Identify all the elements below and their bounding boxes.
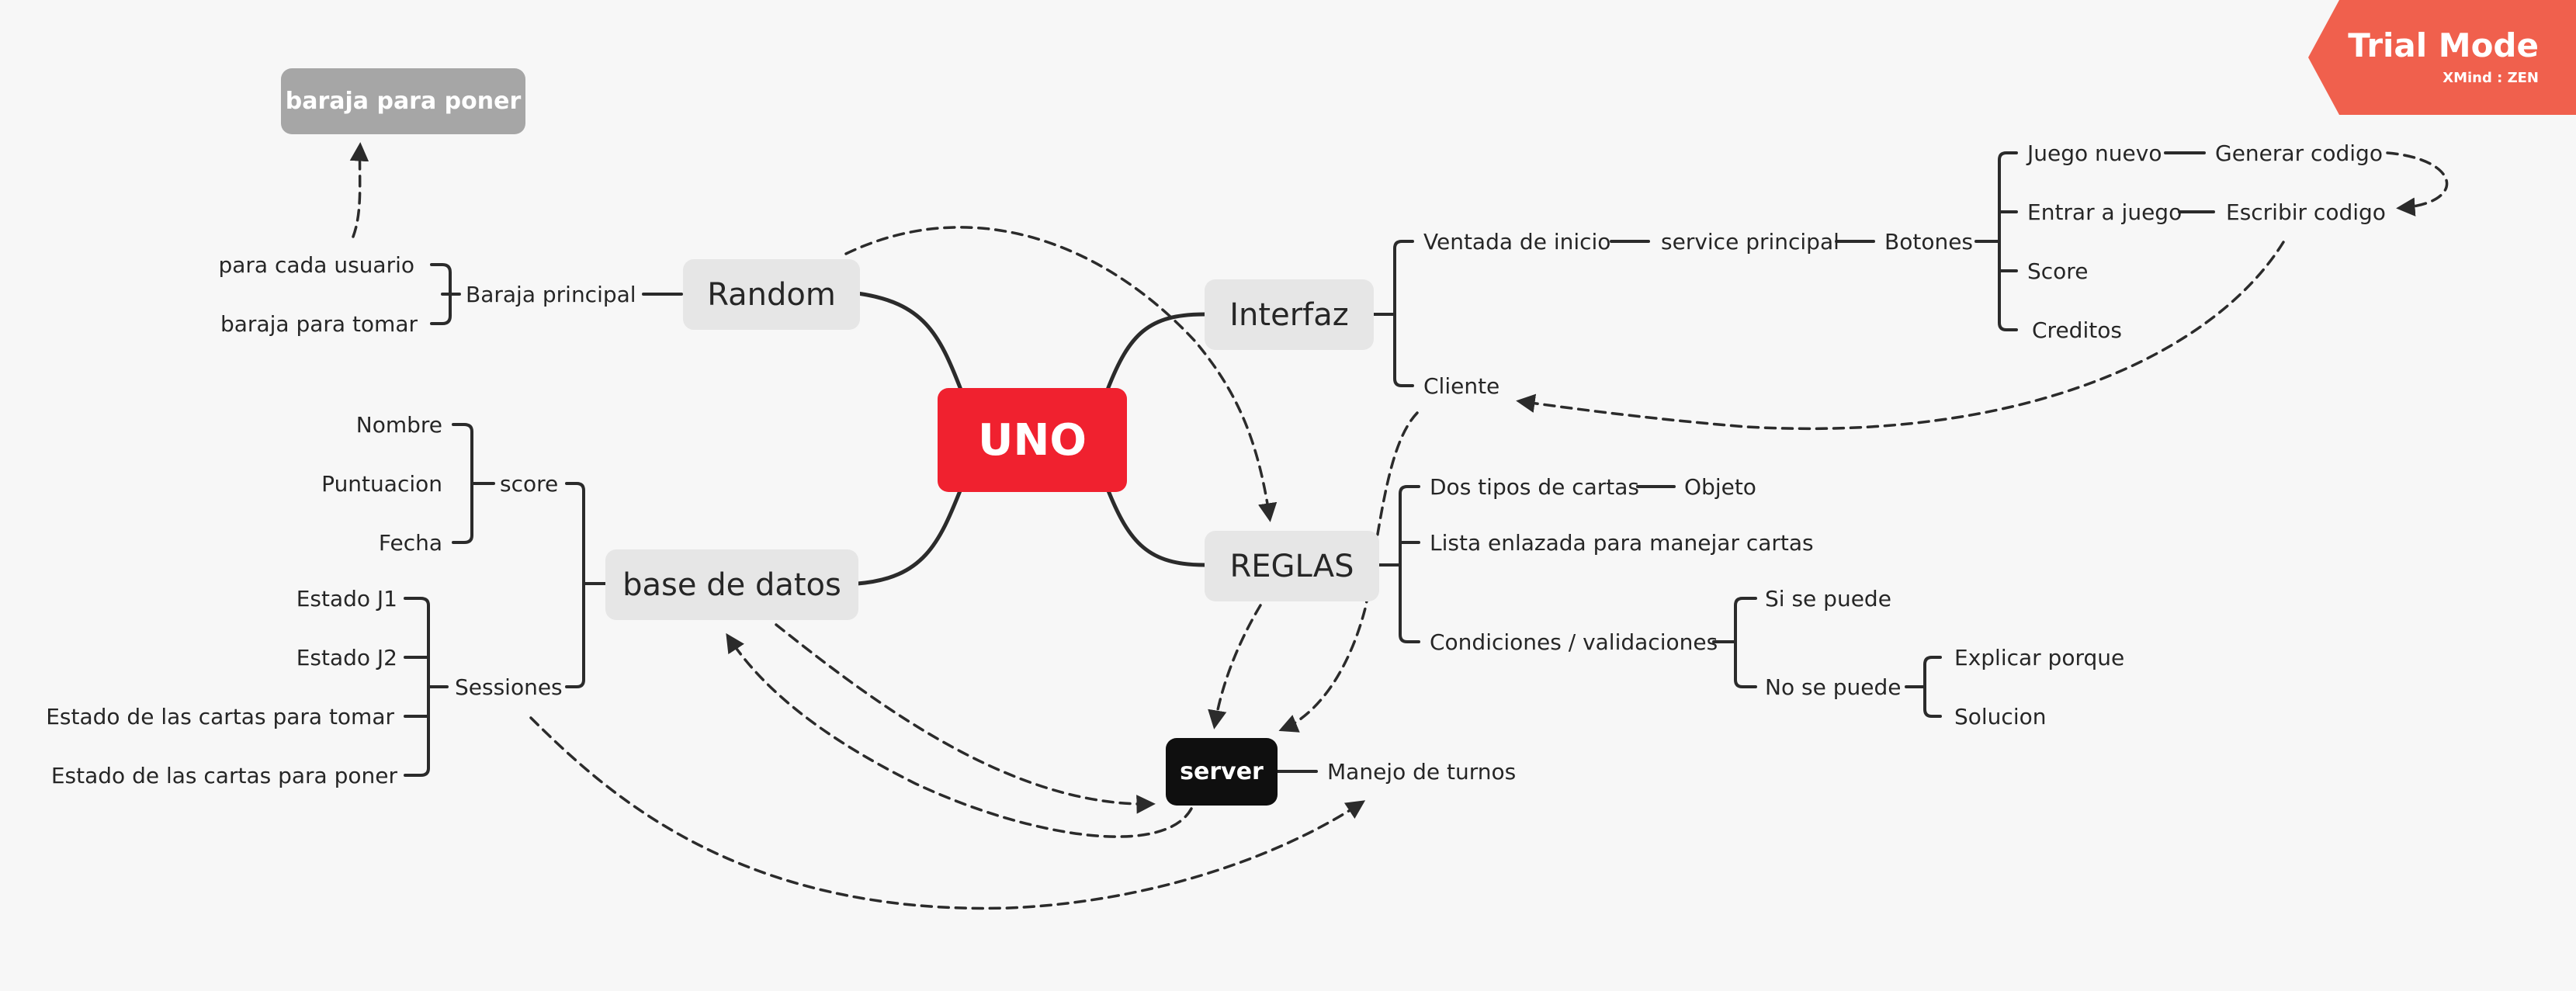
topic-interfaz[interactable]: Interfaz xyxy=(1205,279,1374,350)
subtopic-creditos[interactable]: Creditos xyxy=(2032,317,2122,343)
dashed-server-base xyxy=(726,632,1193,838)
bracket-botones xyxy=(1998,151,2018,331)
branch-random xyxy=(855,291,963,392)
subtopic-sessiones[interactable]: Sessiones xyxy=(455,674,563,700)
subtopic-objeto[interactable]: Objeto xyxy=(1684,473,1756,500)
bracket-reglas xyxy=(1399,485,1420,643)
dashed-base-server xyxy=(775,623,1156,814)
branch-interfaz xyxy=(1105,312,1207,392)
subtopic-no-se-puede[interactable]: No se puede xyxy=(1765,674,1902,700)
badge-shape xyxy=(2308,0,2576,115)
branch-reglas xyxy=(1105,487,1207,567)
subtopic-lista-enlazada[interactable]: Lista enlazada para manejar cartas xyxy=(1430,529,1814,556)
subtopic-baraja-para-tomar[interactable]: baraja para tomar xyxy=(220,310,418,337)
topic-random[interactable]: Random xyxy=(683,259,860,330)
bracket-interfaz xyxy=(1393,240,1414,387)
badge-title: Trial Mode xyxy=(2348,26,2539,64)
dashed-random-reglas xyxy=(844,226,1278,522)
bracket-condiciones xyxy=(1734,597,1757,688)
subtopic-estado-cartas-poner[interactable]: Estado de las cartas para poner xyxy=(50,762,397,788)
bracket-no-se-puede xyxy=(1923,656,1942,718)
subtopic-service-principal[interactable]: service principal xyxy=(1661,228,1839,255)
dashed-reglas-server xyxy=(1208,604,1262,729)
floating-topic-server[interactable]: server xyxy=(1166,738,1278,806)
badge-subtitle: XMind : ZEN xyxy=(2443,70,2539,86)
subtopic-solucion[interactable]: Solucion xyxy=(1954,703,2047,729)
bracket-base xyxy=(565,482,585,688)
subtopic-para-cada-usuario[interactable]: para cada usuario xyxy=(218,251,414,278)
subtopic-ventada-de-inicio[interactable]: Ventada de inicio xyxy=(1423,228,1611,255)
subtopic-si-se-puede[interactable]: Si se puede xyxy=(1765,585,1891,612)
topic-reglas[interactable]: REGLAS xyxy=(1205,531,1379,601)
dashed-to-floating xyxy=(349,142,369,238)
subtopic-score-db[interactable]: score xyxy=(500,470,559,497)
subtopic-escribir-codigo[interactable]: Escribir codigo xyxy=(2226,199,2386,225)
dashed-sessiones-turnos xyxy=(529,716,1366,910)
topic-base-de-datos[interactable]: base de datos xyxy=(605,549,858,620)
subtopic-nombre[interactable]: Nombre xyxy=(355,411,442,438)
trial-mode-badge[interactable]: Trial Mode XMind : ZEN xyxy=(2308,0,2576,115)
bracket-sessiones xyxy=(404,597,430,777)
dashed-escribir-cliente xyxy=(1516,241,2285,431)
dashed-cliente-server xyxy=(1278,411,1419,733)
branch-base-datos xyxy=(855,487,963,586)
bracket-baraja xyxy=(430,263,461,325)
subtopic-estado-j1[interactable]: Estado J1 xyxy=(296,585,397,612)
subtopic-condiciones-validaciones[interactable]: Condiciones / validaciones xyxy=(1430,629,1718,655)
subtopic-puntuacion[interactable]: Puntuacion xyxy=(321,470,442,497)
subtopic-manejo-de-turnos[interactable]: Manejo de turnos xyxy=(1327,758,1517,785)
subtopic-cliente[interactable]: Cliente xyxy=(1423,372,1500,399)
subtopic-juego-nuevo[interactable]: Juego nuevo xyxy=(2027,140,2162,166)
subtopic-generar-codigo[interactable]: Generar codigo xyxy=(2215,140,2383,166)
subtopic-botones[interactable]: Botones xyxy=(1884,228,1974,255)
subtopic-dos-tipos-de-cartas[interactable]: Dos tipos de cartas xyxy=(1430,473,1640,500)
subtopic-entrar-a-juego[interactable]: Entrar a juego xyxy=(2027,199,2182,225)
subtopic-fecha[interactable]: Fecha xyxy=(378,529,442,556)
subtopic-explicar-porque[interactable]: Explicar porque xyxy=(1954,644,2125,670)
dashed-generar-loop xyxy=(2386,151,2449,217)
subtopic-score[interactable]: Score xyxy=(2027,258,2089,284)
central-topic-uno[interactable]: UNO xyxy=(938,388,1127,492)
floating-topic-baraja-para-poner[interactable]: baraja para poner xyxy=(281,68,525,134)
subtopic-estado-j2[interactable]: Estado J2 xyxy=(296,644,397,670)
subtopic-baraja-principal[interactable]: Baraja principal xyxy=(466,281,636,307)
subtopic-estado-cartas-tomar[interactable]: Estado de las cartas para tomar xyxy=(46,703,394,729)
bracket-score xyxy=(452,423,473,544)
